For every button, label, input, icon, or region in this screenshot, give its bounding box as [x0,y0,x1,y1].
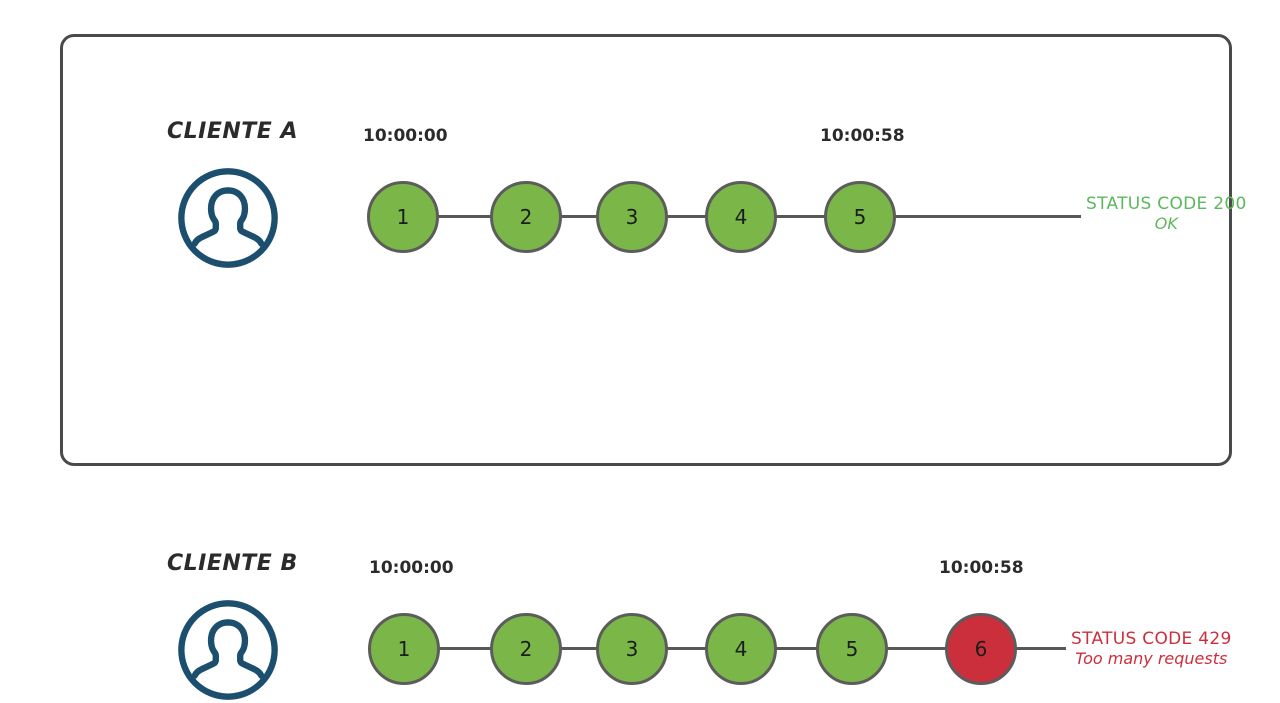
request-node[interactable]: 2 [490,181,562,253]
request-node[interactable]: 1 [367,181,439,253]
request-node-blocked[interactable]: 6 [945,613,1017,685]
request-node[interactable]: 4 [705,613,777,685]
status-badge-b: STATUS CODE 429 Too many requests [1071,629,1232,668]
request-node[interactable]: 2 [490,613,562,685]
client-a-label: CLIENTE A [167,119,299,144]
request-timeline-a: 1 2 3 4 5 [358,167,1098,267]
diagram-canvas: CLIENTE A 10:00:00 10:00:58 1 2 3 4 5 ST [60,34,1246,700]
request-node[interactable]: 3 [596,613,668,685]
request-node[interactable]: 4 [705,181,777,253]
request-node[interactable]: 3 [596,181,668,253]
status-code-a: STATUS CODE 200 [1086,194,1247,214]
diagram-panel: CLIENTE A 10:00:00 10:00:58 1 2 3 4 5 ST [60,34,1246,700]
request-timeline-b: 1 2 3 4 5 6 [358,599,1098,699]
status-code-b: STATUS CODE 429 [1071,629,1232,649]
request-node[interactable]: 5 [824,181,896,253]
user-avatar-icon [175,165,281,271]
request-node[interactable]: 1 [368,613,440,685]
status-badge-a: STATUS CODE 200 OK [1086,194,1247,233]
user-avatar-icon [175,597,281,703]
timestamp-a-start: 10:00:00 [363,126,448,146]
client-b-label: CLIENTE B [167,551,298,576]
status-message-a: OK [1154,214,1178,233]
timestamp-b-end: 10:00:58 [939,558,1024,578]
request-node[interactable]: 5 [816,613,888,685]
status-message-b: Too many requests [1075,649,1228,668]
timestamp-b-start: 10:00:00 [369,558,454,578]
timestamp-a-end: 10:00:58 [820,126,905,146]
